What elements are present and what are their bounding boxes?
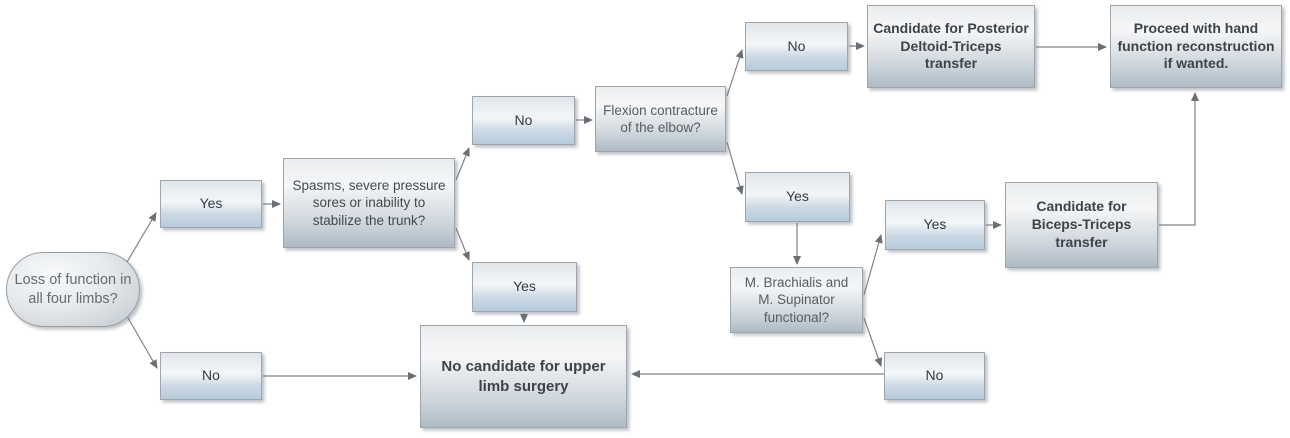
connector-flexion-no — [726, 49, 744, 97]
node-no-flexion: No — [745, 22, 848, 71]
node-no-spasms: No — [472, 96, 575, 145]
connector-brachialis-no — [863, 317, 883, 367]
connector-spasms-yes — [455, 227, 470, 261]
connector-flexion-yes — [726, 141, 744, 195]
connector-brachialis-yes — [863, 234, 883, 296]
node-start: Loss of function in all four limbs? — [6, 252, 140, 327]
node-yes-flexion: Yes — [745, 172, 850, 222]
connector-start-no — [126, 315, 158, 369]
node-yes-brachialis: Yes — [885, 200, 985, 250]
node-candidate-biceps-triceps: Candidate for Biceps-Triceps transfer — [1005, 182, 1158, 268]
connector-spasms-no — [455, 147, 470, 181]
connector-start-yes — [126, 212, 157, 263]
node-no-brachialis: No — [884, 352, 985, 400]
node-no-candidate: No candidate for upper limb surgery — [420, 325, 627, 428]
node-brachialis-question: M. Brachialis and M. Supinator functiona… — [730, 267, 863, 333]
connector-candbiceps-proceed — [1159, 92, 1199, 226]
node-spasms-question: Spasms, severe pressure sores or inabili… — [283, 158, 455, 248]
node-proceed-hand-reconstruction: Proceed with hand function reconstructio… — [1110, 5, 1282, 88]
node-candidate-posterior-deltoid: Candidate for Posterior Deltoid-Triceps … — [867, 5, 1035, 88]
node-no-limbs: No — [160, 352, 262, 400]
node-yes-limbs: Yes — [160, 180, 262, 228]
node-flexion-question: Flexion contracture of the elbow? — [595, 86, 726, 152]
node-yes-spasms: Yes — [472, 262, 577, 312]
